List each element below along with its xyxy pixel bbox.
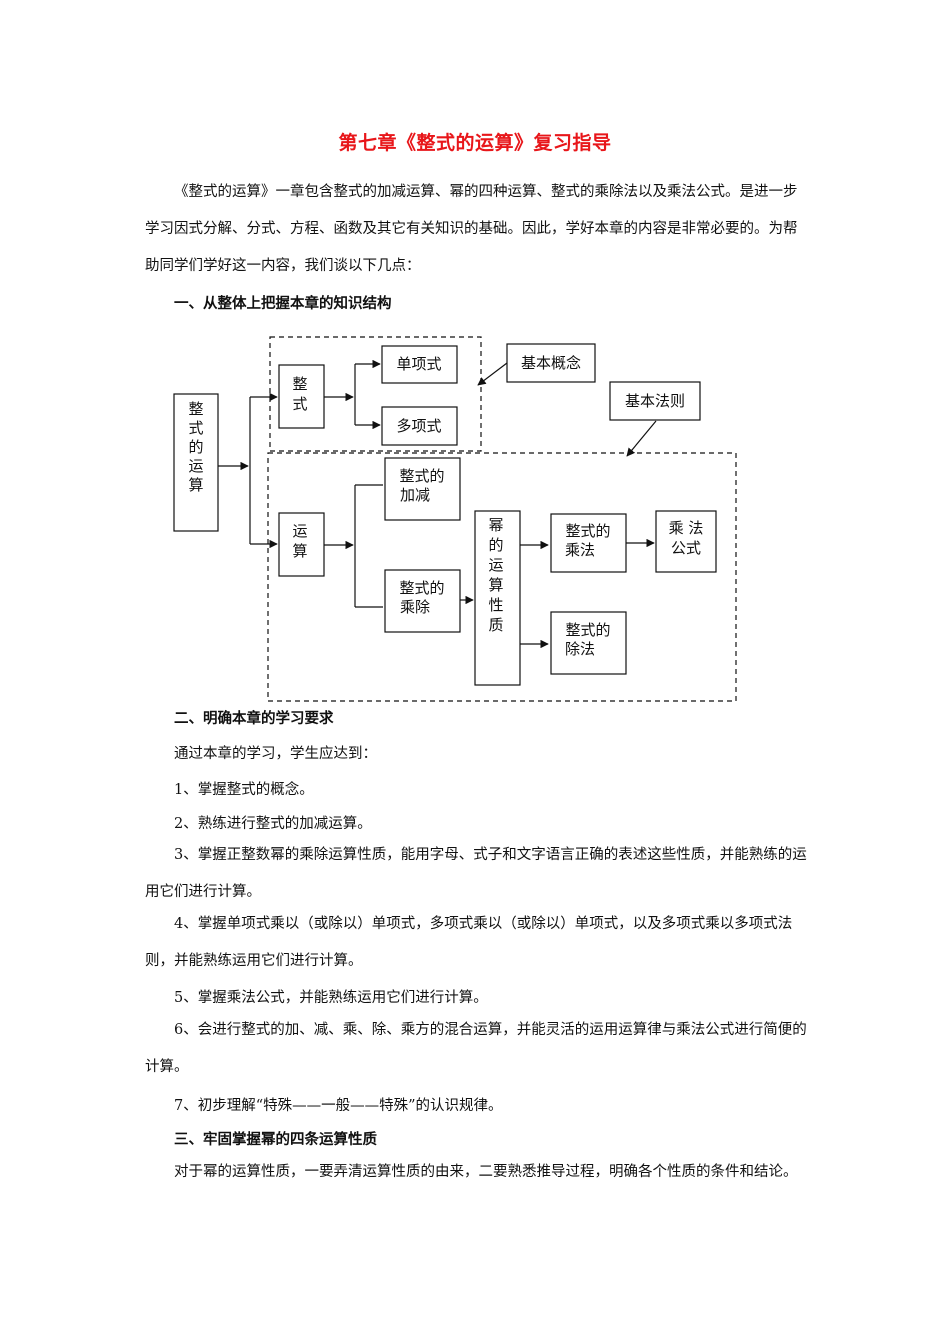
- gongshi-box: [655, 510, 717, 573]
- jiben-faze-label: 基本法则: [625, 392, 685, 410]
- svg-text:整式的: 整式的: [399, 579, 444, 597]
- duoxiangshi-label: 多项式: [396, 417, 441, 435]
- svg-text:整: 整: [292, 375, 307, 393]
- section3-heading: 三、牢固掌握幂的四条运算性质: [174, 1132, 377, 1148]
- svg-text:运: 运: [292, 522, 307, 540]
- svg-text:乘法: 乘法: [565, 541, 595, 559]
- chengfa-box: [550, 513, 627, 573]
- rules-group-dashed-box: [267, 452, 737, 702]
- requirement-item: 7、初步理解“特殊——一般——特殊”的认识规律。: [174, 1098, 503, 1114]
- chufa-box: [550, 611, 627, 675]
- intro-paragraph: 《整式的运算》一章包含整式的加减运算、幂的四种运算、整式的乘除法以及乘法公式。是…: [145, 184, 798, 274]
- mi-box: [474, 510, 521, 686]
- svg-text:算: 算: [488, 576, 503, 594]
- svg-text:运: 运: [188, 457, 203, 475]
- svg-text:式: 式: [292, 395, 307, 413]
- svg-text:算: 算: [292, 542, 307, 560]
- requirement-item: 3、掌握正整数幂的乘除运算性质，能用字母、式子和文字语言正确的表述这些性质，并能…: [145, 847, 807, 900]
- requirement-item: 1、掌握整式的概念。: [174, 782, 314, 798]
- chengchu-box: [384, 569, 461, 633]
- requirement-item: 4、掌握单项式乘以（或除以）单项式，多项式乘以（或除以）单项式，以及多项式乘以多…: [145, 916, 793, 969]
- requirement-item: 5、掌握乘法公式，并能熟练运用它们进行计算。: [174, 990, 488, 1006]
- svg-text:的: 的: [188, 438, 203, 456]
- duoxiangshi-box: [381, 406, 458, 446]
- root-box: [173, 393, 219, 532]
- root-label: 整: [188, 400, 203, 418]
- requirement-item: 2、熟练进行整式的加减运算。: [174, 816, 372, 832]
- section2-lead: 通过本章的学习，学生应达到：: [174, 746, 377, 762]
- requirement-item: 6、会进行整式的加、减、乘、除、乘方的混合运算，并能灵活的运用运算律与乘法公式进…: [145, 1022, 807, 1075]
- svg-text:的: 的: [488, 536, 503, 554]
- zhengshi-box: [278, 364, 325, 429]
- section3-paragraph: 对于幂的运算性质，一要弄清运算性质的由来，二要熟悉推导过程，明确各个性质的条件和…: [174, 1164, 798, 1180]
- jiben-gainian-label: 基本概念: [521, 354, 581, 372]
- svg-text:算: 算: [188, 476, 203, 494]
- svg-text:乘 法: 乘 法: [669, 519, 704, 537]
- svg-text:整式的: 整式的: [565, 522, 610, 540]
- danxiangshi-label: 单项式: [396, 355, 441, 373]
- svg-text:幂: 幂: [488, 516, 503, 534]
- svg-text:除法: 除法: [565, 640, 595, 658]
- svg-text:式: 式: [188, 419, 203, 437]
- svg-text:整式的: 整式的: [565, 621, 610, 639]
- document-title: 第七章《整式的运算》复习指导: [338, 132, 612, 154]
- danxiangshi-box: [381, 345, 458, 384]
- svg-text:质: 质: [488, 616, 503, 634]
- svg-text:运: 运: [488, 556, 503, 574]
- jiajian-box: [384, 457, 461, 521]
- svg-text:加减: 加减: [400, 486, 430, 504]
- section2-heading: 二、明确本章的学习要求: [174, 711, 334, 727]
- jiben-faze-box: [609, 381, 701, 421]
- section1-heading: 一、从整体上把握本章的知识结构: [174, 296, 392, 312]
- svg-text:公式: 公式: [671, 539, 701, 557]
- svg-text:性: 性: [488, 596, 503, 614]
- knowledge-structure-diagram: 整 式 的 运 算 整 式 单项式 多项式 基本概念 基本法则 运 算: [173, 336, 737, 702]
- svg-text:乘除: 乘除: [400, 598, 430, 616]
- svg-text:整式的: 整式的: [399, 467, 444, 485]
